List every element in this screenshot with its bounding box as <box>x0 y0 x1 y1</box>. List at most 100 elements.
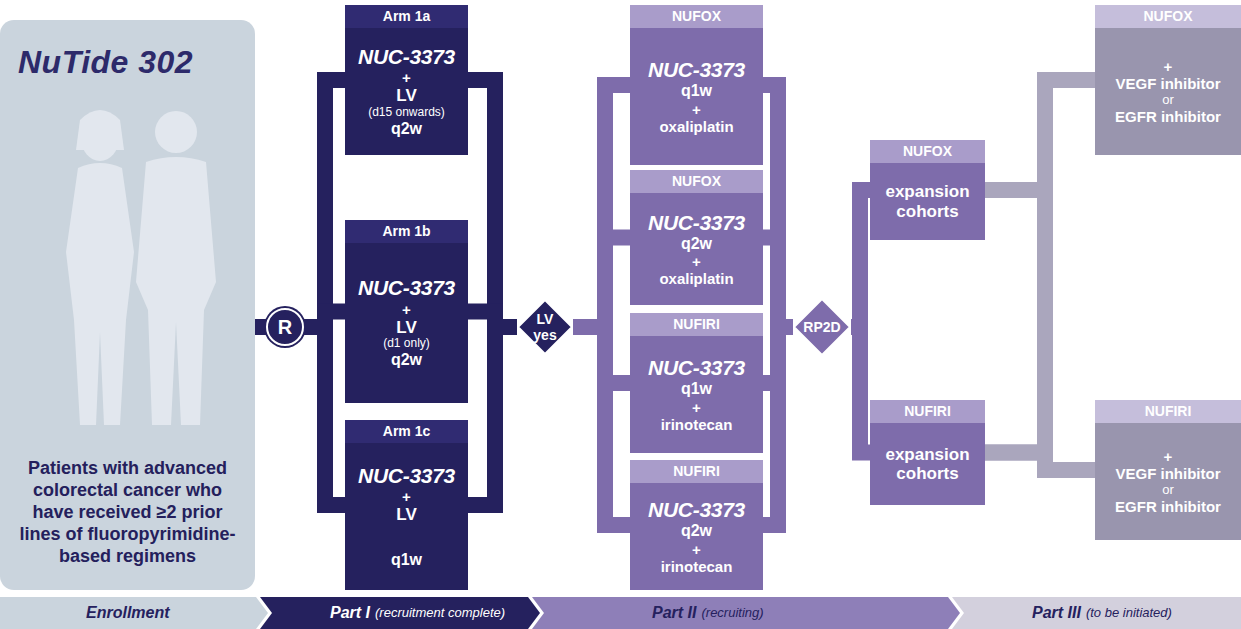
phase-status: (recruiting) <box>701 606 763 621</box>
box-heading: Arm 1a <box>345 8 468 24</box>
inhibitor-label: VEGF inhibitor <box>1116 465 1221 482</box>
box-body: R <box>268 310 302 344</box>
dose-finding-box: NUFIRI NUC-3373q1w+irinotecan <box>630 313 763 453</box>
box-body: NUC-3373q2w+oxaliplatin <box>630 193 763 305</box>
box-body: NUC-3373q1w+irinotecan <box>630 336 763 453</box>
plus-sign: + <box>402 488 411 505</box>
drug-name: NUC-3373 <box>648 498 745 522</box>
plus-sign: + <box>402 69 411 86</box>
box-body: NUC-3373+LV(d15 onwards)q2w <box>345 28 468 155</box>
trial-logo: NuTide 302 <box>18 44 237 81</box>
drug-name: irinotecan <box>661 558 733 575</box>
dose-finding-box: NUFOX NUC-3373q1w+oxaliplatin <box>630 5 763 165</box>
silhouette-group <box>66 110 216 425</box>
box-heading: Arm 1c <box>345 423 468 439</box>
box-heading: NUFIRI <box>870 403 985 419</box>
connector-bar <box>304 327 345 505</box>
box-heading: NUFOX <box>630 8 763 24</box>
connector-bar <box>851 190 870 327</box>
drug-name: NUC-3373 <box>648 58 745 82</box>
connector-bar <box>573 238 630 328</box>
heading-band: NUFIRI <box>1095 400 1241 423</box>
box-heading: NUFIRI <box>630 463 763 479</box>
phase-chevron: Part II (recruiting) <box>532 597 960 629</box>
schedule-label: q1w <box>391 551 422 569</box>
heading-band: NUFIRI <box>630 313 763 336</box>
schedule-label: q2w <box>391 120 422 138</box>
phase-name: Part I <box>330 604 370 622</box>
drug-name: NUC-3373 <box>358 276 455 300</box>
phase-name: Part II <box>652 604 696 622</box>
heading-band: NUFIRI <box>630 460 763 483</box>
connector-bar <box>763 85 793 327</box>
decision-diamond: LV yes <box>517 299 573 355</box>
schedule-label: q1w <box>681 82 712 100</box>
connector-bar <box>468 80 517 327</box>
connector-bar <box>763 327 793 525</box>
phase-status: (recruitment complete) <box>375 606 505 621</box>
cohort-label: expansion cohorts <box>875 182 980 221</box>
phase-chevron: Part I (recruitment complete) <box>260 597 540 629</box>
phase-chevron: Part III (to be initiated) <box>952 597 1241 629</box>
schedule-label: q1w <box>681 380 712 398</box>
randomization-circle: R <box>266 308 304 346</box>
drug-name: NUC-3373 <box>648 211 745 235</box>
box-body: NUC-3373q1w+oxaliplatin <box>630 28 763 165</box>
heading-band: Arm 1a <box>345 5 468 28</box>
expansion-cohort-box: NUFOX expansion cohorts <box>870 140 985 240</box>
dosing-note: (d1 only) <box>383 337 430 351</box>
combination-box: NUFOX +VEGF inhibitororEGFR inhibitor <box>1095 5 1241 155</box>
box-body: NUC-3373+LV(d1 only)q2w <box>345 243 468 403</box>
drug-name: NUC-3373 <box>358 464 455 488</box>
female-hair <box>76 110 124 150</box>
dose-finding-box: NUFIRI NUC-3373q2w+irinotecan <box>630 460 763 590</box>
decision-label: LV yes <box>528 311 562 343</box>
heading-band: Arm 1c <box>345 420 468 443</box>
dosing-note: (d15 onwards) <box>368 106 445 120</box>
box-body: +VEGF inhibitororEGFR inhibitor <box>1095 28 1241 155</box>
drug-name: NUC-3373 <box>358 45 455 69</box>
box-body: NuTide 302Patients with advanced colorec… <box>0 20 255 590</box>
plus-sign: + <box>1164 448 1173 465</box>
connector-bar <box>851 327 870 453</box>
schedule-label: q2w <box>391 351 422 369</box>
box-heading: NUFOX <box>630 173 763 189</box>
chevron-fill <box>532 597 960 629</box>
box-body: +VEGF inhibitororEGFR inhibitor <box>1095 423 1241 540</box>
inhibitor-label: EGFR inhibitor <box>1115 498 1221 515</box>
schedule-label: q2w <box>681 235 712 253</box>
schedule-label: q2w <box>681 522 712 540</box>
female-head <box>81 115 119 161</box>
box-heading: NUFIRI <box>1095 403 1241 419</box>
box-body: NUC-3373q2w+irinotecan <box>630 483 763 590</box>
diamond-outline <box>518 300 572 354</box>
plus-sign: + <box>692 399 701 416</box>
population-panel: NuTide 302Patients with advanced colorec… <box>0 20 255 590</box>
box-body: expansion cohorts <box>870 163 985 240</box>
connector-bar <box>985 80 1095 453</box>
connector-bar <box>573 85 630 327</box>
drug-name: NUC-3373 <box>648 356 745 380</box>
patient-silhouettes <box>0 20 255 440</box>
heading-band: NUFIRI <box>870 400 985 423</box>
drug-name: LV <box>396 86 416 106</box>
heading-band: NUFOX <box>630 5 763 28</box>
dose-finding-box: NUFOX NUC-3373q2w+oxaliplatin <box>630 170 763 305</box>
box-heading: NUFIRI <box>630 316 763 332</box>
drug-name: LV <box>396 505 416 525</box>
plus-sign: + <box>692 541 701 558</box>
heading-band: NUFOX <box>1095 5 1241 28</box>
connector-bar <box>985 453 1095 471</box>
phase-name: Enrollment <box>86 604 170 622</box>
drug-name: oxaliplatin <box>659 118 733 135</box>
box-body: NUC-3373+LV q1w <box>345 443 468 590</box>
box-heading: NUFOX <box>870 143 985 159</box>
phase-chevron: Enrollment <box>0 597 268 629</box>
phase-status: (to be initiated) <box>1086 606 1172 621</box>
drug-name: irinotecan <box>661 416 733 433</box>
box-heading: NUFOX <box>1095 8 1241 24</box>
phase-name: Part III <box>1032 604 1081 622</box>
connector-bar <box>468 327 517 505</box>
connector-bar <box>763 238 793 328</box>
